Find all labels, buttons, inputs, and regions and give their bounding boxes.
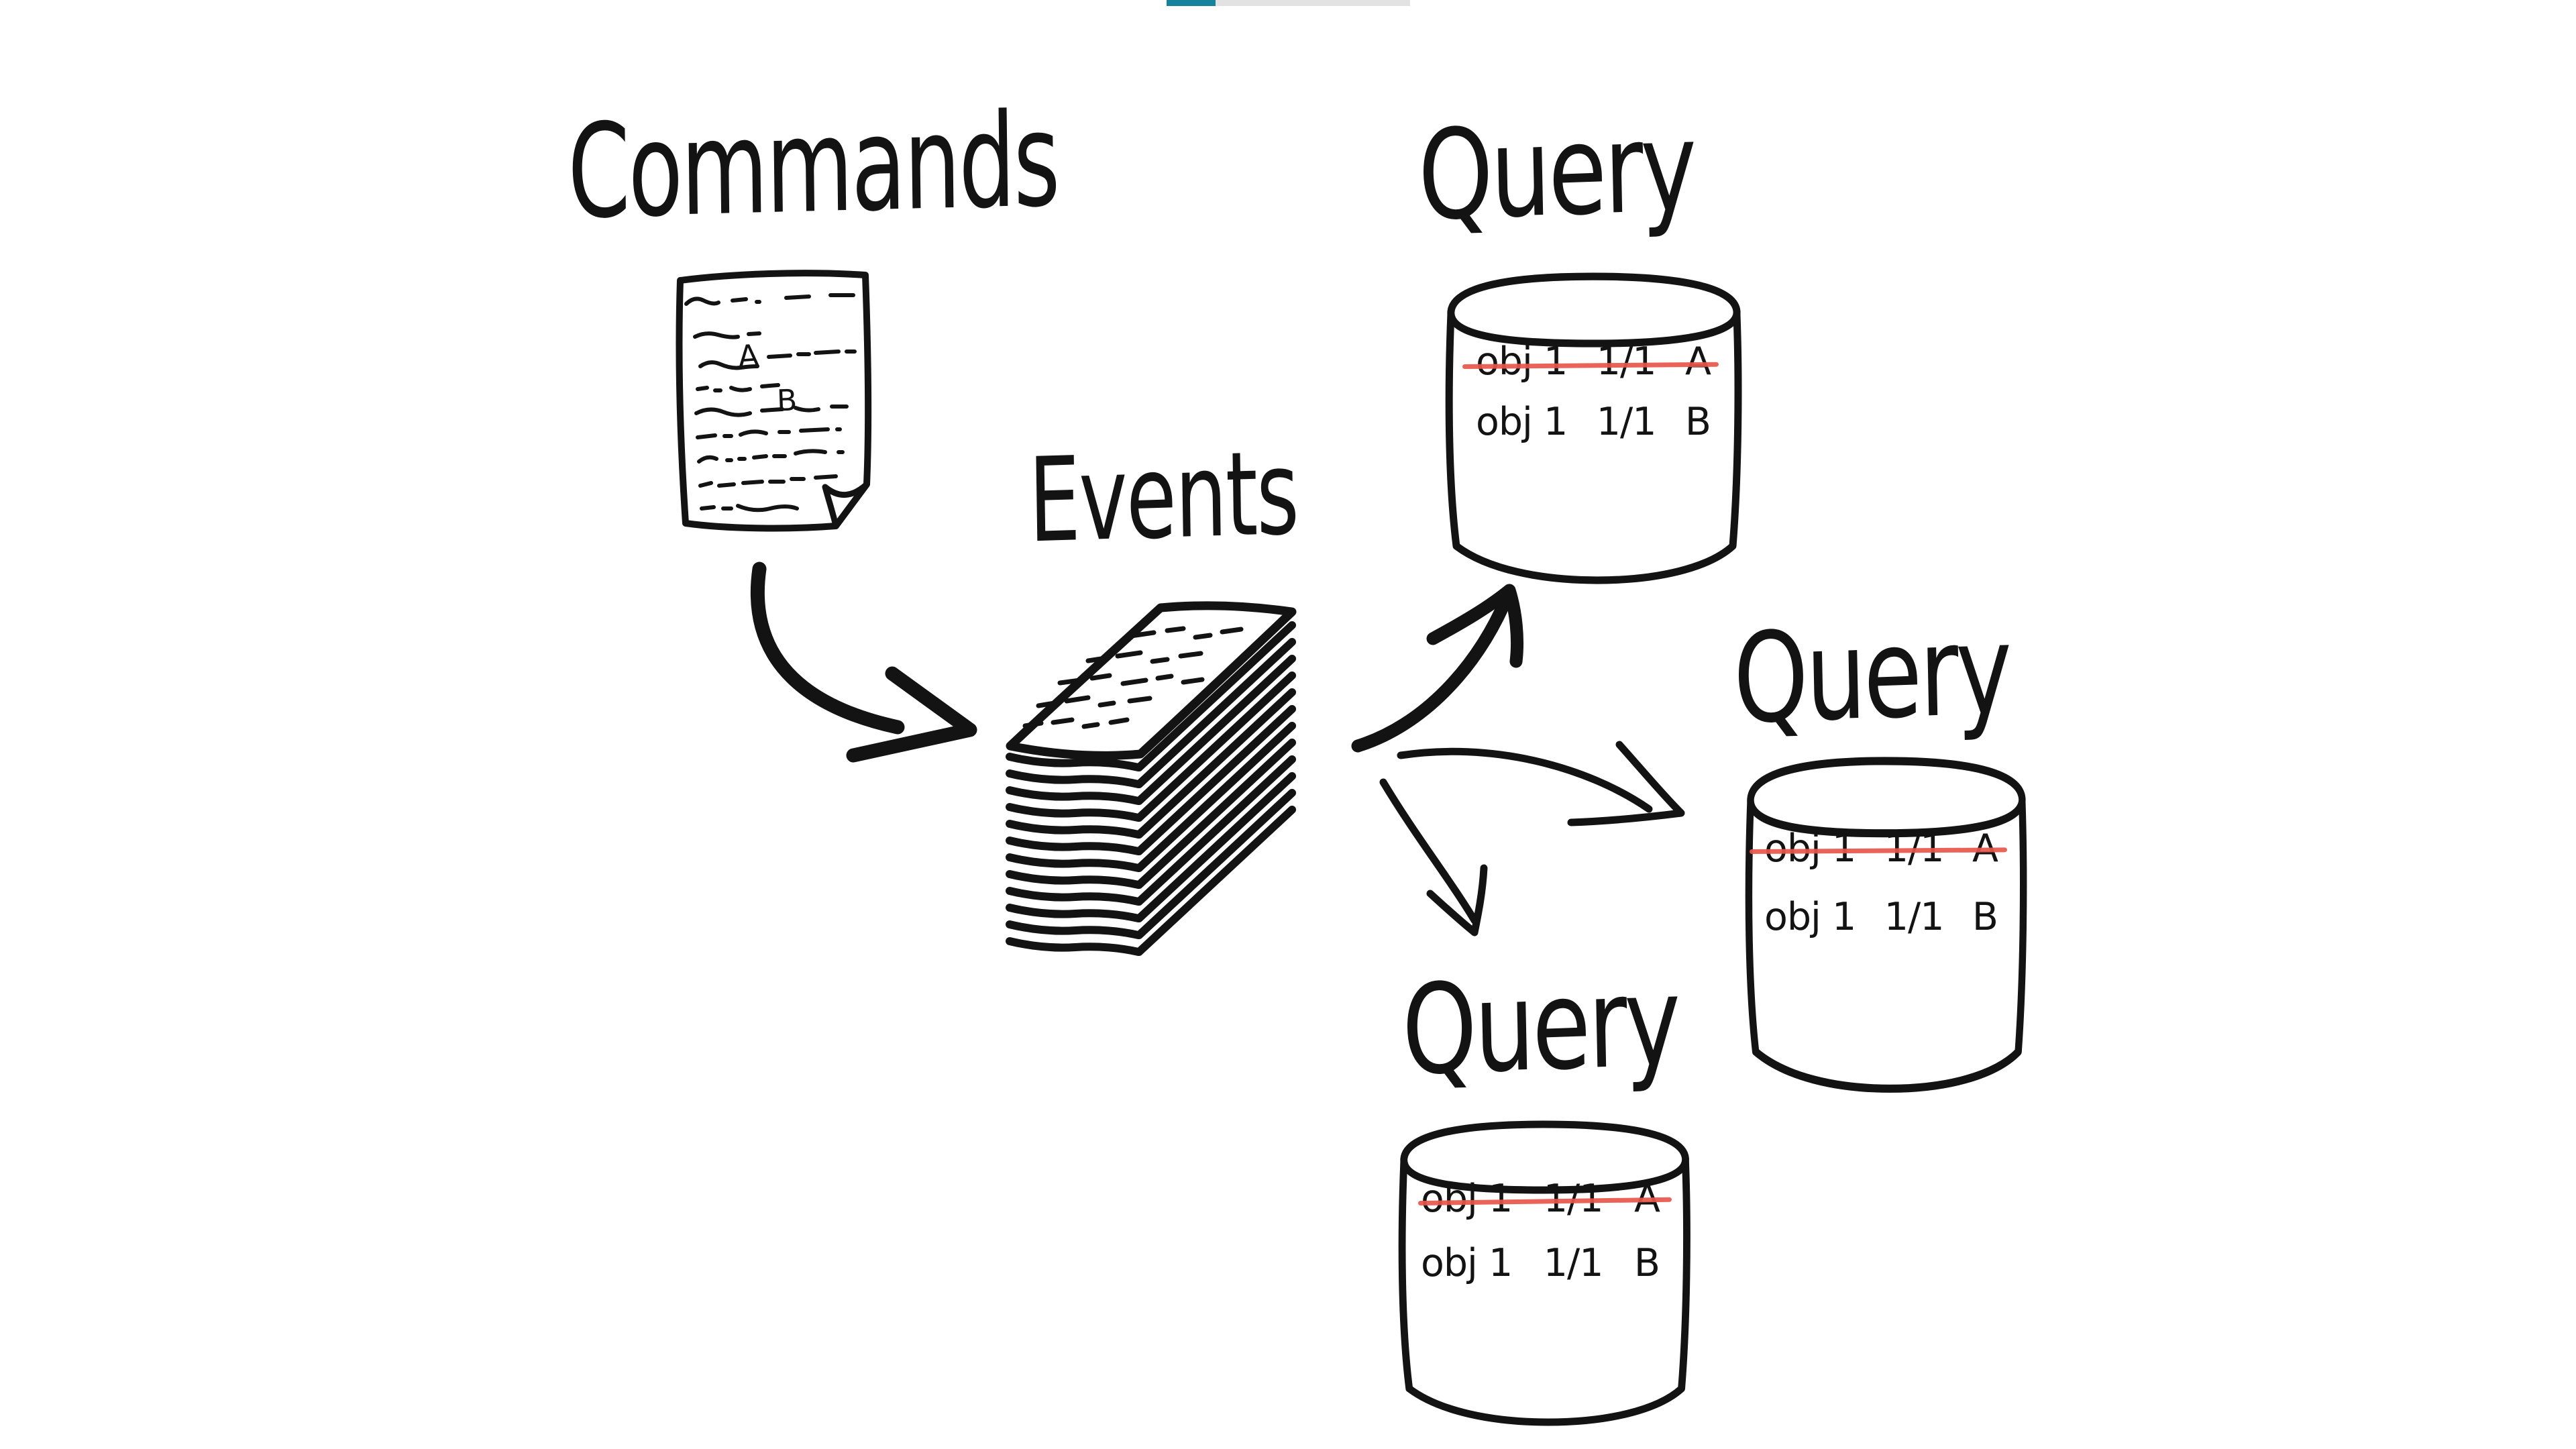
db-top-row-a: obj 1 1/1 A	[1476, 339, 1711, 384]
arrow-events-to-query-bottom-icon	[1379, 778, 1488, 936]
db-top-row-b: obj 1 1/1 B	[1476, 400, 1711, 444]
db-cell-obj: obj 1	[1421, 1241, 1513, 1285]
db-cell-version: 1/1	[1596, 400, 1657, 444]
events-stack-scribble	[1022, 626, 1244, 729]
query-right-label: Query	[1732, 598, 2011, 752]
video-progress-fill	[1167, 0, 1216, 6]
db-cell-value: B	[1972, 895, 1998, 939]
arrow-events-to-query-right-icon	[1397, 741, 1685, 826]
arrow-commands-to-events-icon	[750, 561, 977, 763]
document-scribble-lines	[684, 293, 857, 513]
db-cell-value: B	[1633, 1241, 1660, 1285]
video-progress-bar[interactable]	[1167, 0, 1410, 6]
db-cell-obj: obj 1	[1421, 1177, 1513, 1221]
document-marker-a: A	[737, 337, 761, 376]
db-cell-obj: obj 1	[1476, 400, 1568, 444]
document-marker-b: B	[776, 383, 798, 419]
db-cell-obj: obj 1	[1476, 339, 1568, 384]
events-stack-icon	[1006, 601, 1297, 956]
db-cell-obj: obj 1	[1764, 895, 1856, 939]
db-cell-version: 1/1	[1543, 1241, 1604, 1285]
arrow-events-to-query-top-icon	[1351, 584, 1524, 753]
commands-document-icon	[676, 270, 872, 532]
db-cell-value: A	[1685, 339, 1711, 384]
events-label: Events	[1028, 425, 1299, 569]
db-cell-value: B	[1684, 400, 1711, 444]
query-bottom-label: Query	[1401, 949, 1680, 1104]
db-bottom-row-b: obj 1 1/1 B	[1421, 1241, 1660, 1285]
db-cell-version: 1/1	[1596, 339, 1657, 384]
query-top-label: Query	[1417, 95, 1696, 249]
commands-label: Commands	[567, 85, 1059, 249]
db-right-row-b: obj 1 1/1 B	[1764, 895, 1998, 939]
db-cell-version: 1/1	[1884, 895, 1945, 939]
